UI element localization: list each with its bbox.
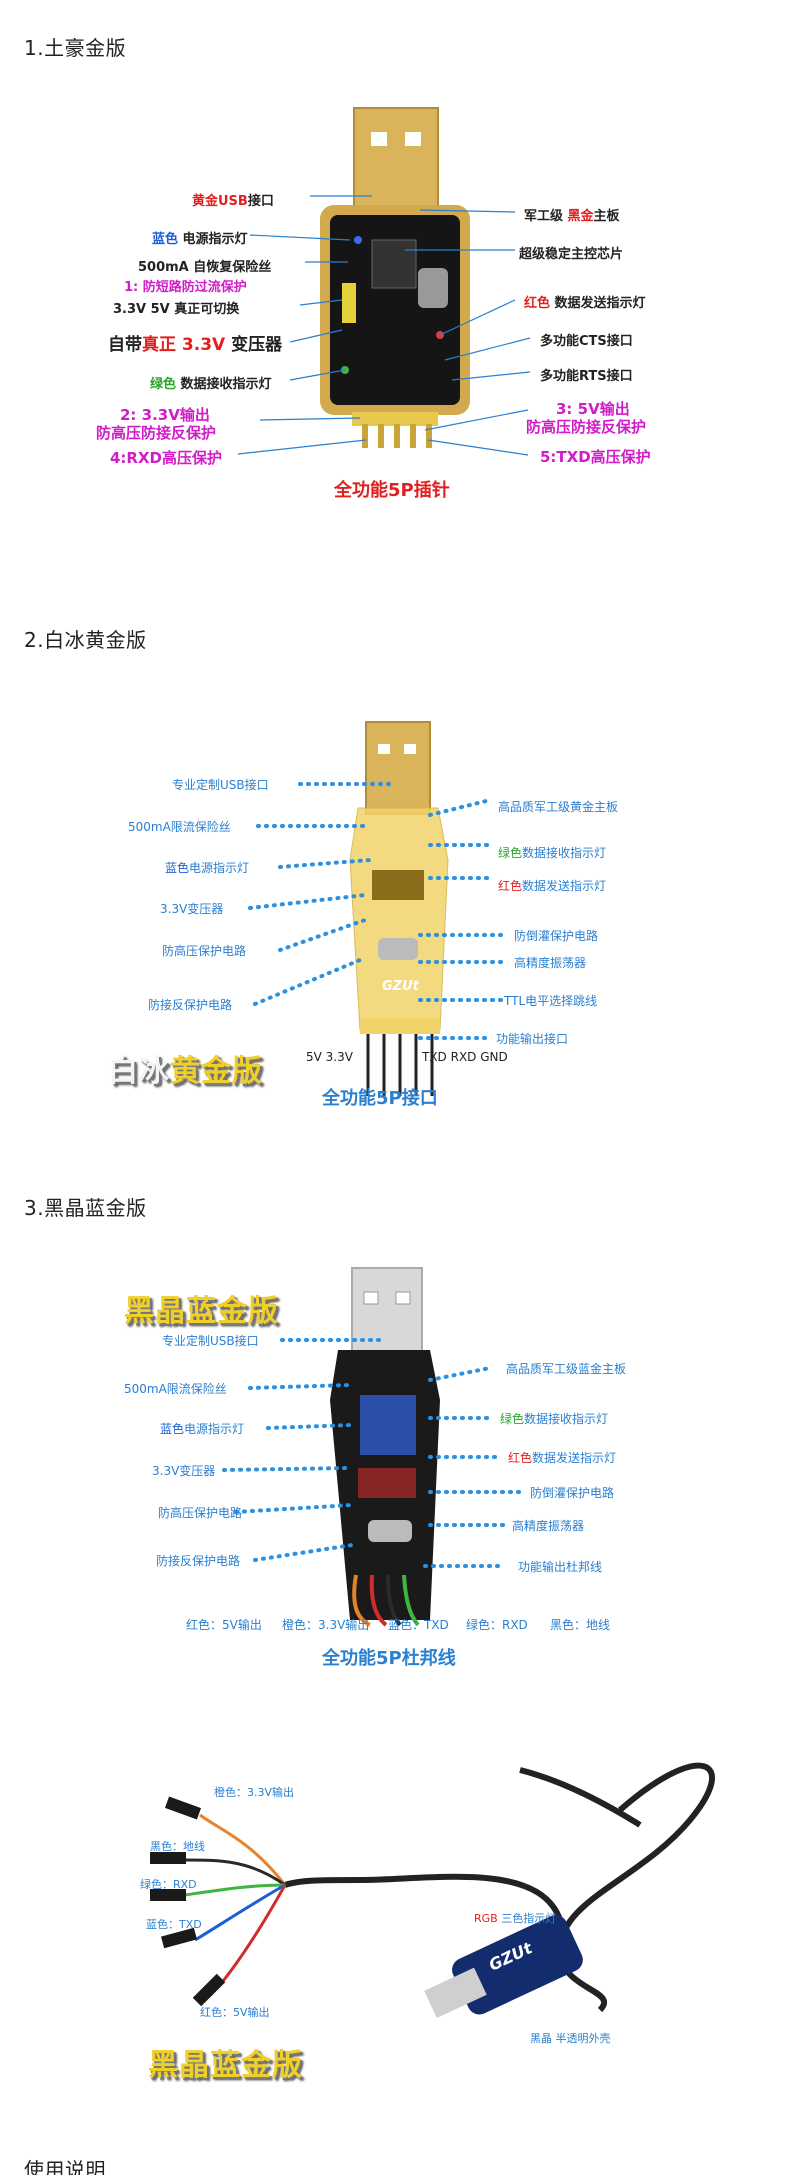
- gold-board-illustration: [237, 107, 531, 456]
- ice-pins-right: TXD RXD GND: [422, 1050, 508, 1064]
- cable-green-label: 绿色：RXD: [140, 1878, 197, 1891]
- ice-left-2: 500mA限流保险丝: [128, 820, 231, 834]
- cable-shell-label: 黑晶 半透明外壳: [530, 2032, 611, 2045]
- cable-rgb-label: RGB 三色指示灯: [474, 1912, 557, 1925]
- gold-caption: 全功能5P插针: [334, 480, 450, 501]
- gold-switch-label: 3.3V 5V 真正可切换: [113, 302, 240, 317]
- section-title-ice: 2.白冰黄金版: [24, 628, 147, 652]
- black-legend-green: 绿色：RXD: [466, 1618, 528, 1632]
- ice-left-4: 3.3V变压器: [160, 902, 224, 916]
- black-right-5: 高精度振荡器: [512, 1519, 585, 1533]
- ice-left-3: 蓝色电源指示灯: [165, 861, 250, 875]
- cable-badge: 黑晶蓝金版: [148, 2048, 303, 2083]
- section-title-gold: 1.土豪金版: [24, 36, 127, 60]
- black-right-3: 红色数据发送指示灯: [508, 1451, 617, 1465]
- ice-right-2: 绿色数据接收指示灯: [498, 846, 607, 860]
- ice-board-illustration: GZUt: [248, 721, 507, 1096]
- gold-note2-b: 防高压防接反保护: [96, 424, 217, 442]
- black-legend-blue: 蓝色：TXD: [388, 1618, 449, 1632]
- gold-fuse-note: 1: 防短路防过流保护: [124, 280, 247, 295]
- black-left-1: 专业定制USB接口: [162, 1334, 259, 1348]
- gold-note3-a: 3: 5V输出: [556, 400, 630, 418]
- section-title-usage: 使用说明: [24, 2158, 106, 2175]
- gold-transformer-label: 自带真正 3.3V 变压器: [108, 335, 283, 355]
- black-legend-black: 黑色：地线: [550, 1618, 611, 1632]
- ice-left-1: 专业定制USB接口: [172, 778, 269, 792]
- gold-tx-led-label: 红色 数据发送指示灯: [524, 296, 646, 311]
- black-legend-orange: 橙色：3.3V输出: [282, 1618, 370, 1632]
- gold-note5: 5:TXD高压保护: [540, 448, 651, 466]
- gold-note3-b: 防高压防接反保护: [526, 418, 647, 436]
- ice-caption: 全功能5P接口: [322, 1088, 438, 1109]
- gold-rx-led-label: 绿色 数据接收指示灯: [150, 377, 272, 392]
- black-left-5: 防高压保护电路: [158, 1506, 243, 1520]
- ice-logo: GZUt: [382, 979, 420, 994]
- black-left-4: 3.3V变压器: [152, 1464, 216, 1478]
- black-right-1: 高品质军工级蓝金主板: [506, 1362, 627, 1376]
- cable-red-label: 红色：5V输出: [200, 2006, 270, 2019]
- ice-pins-left: 5V 3.3V: [306, 1050, 353, 1064]
- ice-left-6: 防接反保护电路: [148, 998, 233, 1012]
- ice-right-3: 红色数据发送指示灯: [498, 879, 607, 893]
- gold-note4: 4:RXD高压保护: [110, 449, 223, 467]
- black-caption: 全功能5P杜邦线: [322, 1648, 456, 1669]
- ice-right-4: 防倒灌保护电路: [514, 929, 599, 943]
- ice-badge: 白冰黄金版: [108, 1054, 263, 1089]
- cable-black-label: 黑色：地线: [150, 1840, 205, 1853]
- black-left-6: 防接反保护电路: [156, 1554, 241, 1568]
- cable-blue-label: 蓝色：TXD: [146, 1918, 202, 1931]
- black-left-3: 蓝色电源指示灯: [160, 1422, 245, 1436]
- black-right-2: 绿色数据接收指示灯: [500, 1412, 609, 1426]
- gold-fuse-label: 500mA 自恢复保险丝: [138, 260, 272, 275]
- gold-power-led-label: 蓝色 电源指示灯: [152, 232, 248, 247]
- gold-board-label: 军工级 黑金主板: [524, 209, 620, 224]
- ice-right-1: 高品质军工级黄金主板: [498, 800, 619, 814]
- gold-rts-label: 多功能RTS接口: [540, 369, 633, 384]
- black-right-6: 功能输出杜邦线: [518, 1560, 603, 1574]
- black-left-2: 500mA限流保险丝: [124, 1382, 227, 1396]
- ice-right-6: TTL电平选择跳线: [504, 994, 598, 1008]
- gold-note2-a: 2: 3.3V输出: [120, 406, 210, 424]
- gold-usb-label: 黄金USB接口: [192, 194, 274, 209]
- black-badge: 黑晶蓝金版: [124, 1294, 279, 1329]
- ice-right-5: 高精度振荡器: [514, 956, 587, 970]
- black-right-4: 防倒灌保护电路: [530, 1486, 615, 1500]
- gold-cts-label: 多功能CTS接口: [540, 334, 633, 349]
- ice-left-5: 防高压保护电路: [162, 944, 247, 958]
- gold-chip-label: 超级稳定主控芯片: [519, 247, 624, 262]
- black-legend-red: 红色：5V输出: [186, 1618, 262, 1632]
- ice-right-7: 功能输出接口: [496, 1032, 569, 1046]
- black-board-illustration: [222, 1267, 522, 1627]
- cable-orange-label: 橙色：3.3V输出: [214, 1786, 295, 1799]
- section-title-black: 3.黑晶蓝金版: [24, 1196, 147, 1220]
